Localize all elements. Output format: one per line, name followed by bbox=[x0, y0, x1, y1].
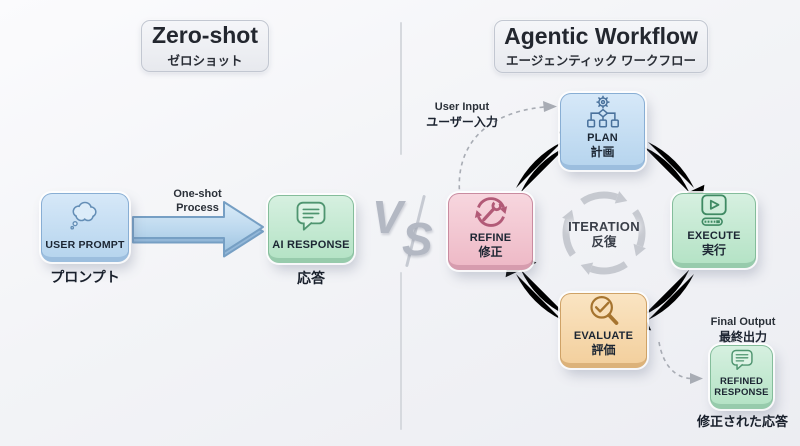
agentic-title-badge: Agentic Workflow エージェンティック ワークフロー bbox=[494, 20, 708, 73]
iteration-label: ITERATION 反復 bbox=[552, 219, 656, 251]
final-output-label: Final Output 最終出力 bbox=[700, 316, 786, 345]
chat-bubble-icon bbox=[296, 201, 326, 231]
execute-label: EXECUTE bbox=[687, 229, 741, 242]
plan-label: PLAN bbox=[587, 131, 618, 144]
vs-letter-v: V bbox=[372, 191, 403, 243]
refined-response-label-line2: RESPONSE bbox=[714, 387, 769, 399]
one-shot-arrow-label: One-shot Process bbox=[155, 188, 240, 216]
one-shot-label-line2: Process bbox=[176, 201, 219, 214]
agentic-title: Agentic Workflow bbox=[504, 22, 698, 49]
user-input-label: User Input ユーザー入力 bbox=[424, 101, 500, 130]
zero-shot-title-jp: ゼロショット bbox=[167, 53, 243, 68]
ai-response-node: AI RESPONSE bbox=[268, 195, 354, 263]
user-prompt-node: USER PROMPT bbox=[41, 193, 129, 262]
zero-shot-title-badge: Zero-shot ゼロショット bbox=[141, 20, 269, 72]
execute-node: EXECUTE 実行 bbox=[672, 193, 756, 268]
refine-node: REFINE 修正 bbox=[448, 193, 533, 270]
execute-label-jp: 実行 bbox=[701, 242, 726, 257]
agentic-title-jp: エージェンティック ワークフロー bbox=[506, 54, 696, 69]
final-output-arrow bbox=[658, 341, 703, 384]
iteration-label-jp: 反復 bbox=[591, 235, 617, 250]
one-shot-arrow bbox=[132, 201, 264, 258]
magnifier-check-icon bbox=[589, 296, 618, 325]
refine-label: REFINE bbox=[469, 231, 512, 244]
zero-shot-title: Zero-shot bbox=[151, 22, 259, 49]
final-output-label-en: Final Output bbox=[710, 316, 776, 328]
refined-response-label-line1: REFINED bbox=[719, 376, 764, 388]
plan-label-jp: 計画 bbox=[590, 144, 615, 159]
gear-flowchart-icon bbox=[586, 95, 619, 128]
ai-response-caption-jp: 応答 bbox=[297, 270, 325, 286]
refined-response-caption-jp: 修正された応答 bbox=[696, 414, 788, 429]
one-shot-label-line1: One-shot bbox=[173, 188, 222, 200]
user-input-label-en: User Input bbox=[434, 101, 490, 113]
user-input-label-jp: ユーザー入力 bbox=[426, 114, 498, 129]
final-output-label-jp: 最終出力 bbox=[718, 329, 767, 344]
vs-mark: V S bbox=[370, 191, 456, 274]
play-progress-icon bbox=[701, 194, 727, 226]
evaluate-label: EVALUATE bbox=[573, 329, 634, 342]
divider-bottom bbox=[400, 272, 402, 430]
user-prompt-caption-jp: プロンプト bbox=[50, 269, 120, 285]
refined-response-node: REFINED RESPONSE bbox=[710, 345, 773, 409]
vs-letter-s: S bbox=[402, 213, 433, 265]
divider-top bbox=[400, 22, 402, 155]
chat-bubble-icon bbox=[730, 349, 753, 370]
thought-bubble-icon bbox=[70, 202, 97, 231]
ai-response-label: AI RESPONSE bbox=[272, 239, 350, 252]
evaluate-label-jp: 評価 bbox=[591, 342, 616, 357]
refine-label-jp: 修正 bbox=[478, 244, 503, 259]
wrench-cycle-icon bbox=[474, 197, 507, 227]
plan-node: PLAN 計画 bbox=[560, 93, 645, 170]
user-prompt-label: USER PROMPT bbox=[45, 238, 125, 251]
evaluate-node: EVALUATE 評価 bbox=[560, 293, 647, 368]
iteration-label-en: ITERATION bbox=[568, 219, 640, 234]
